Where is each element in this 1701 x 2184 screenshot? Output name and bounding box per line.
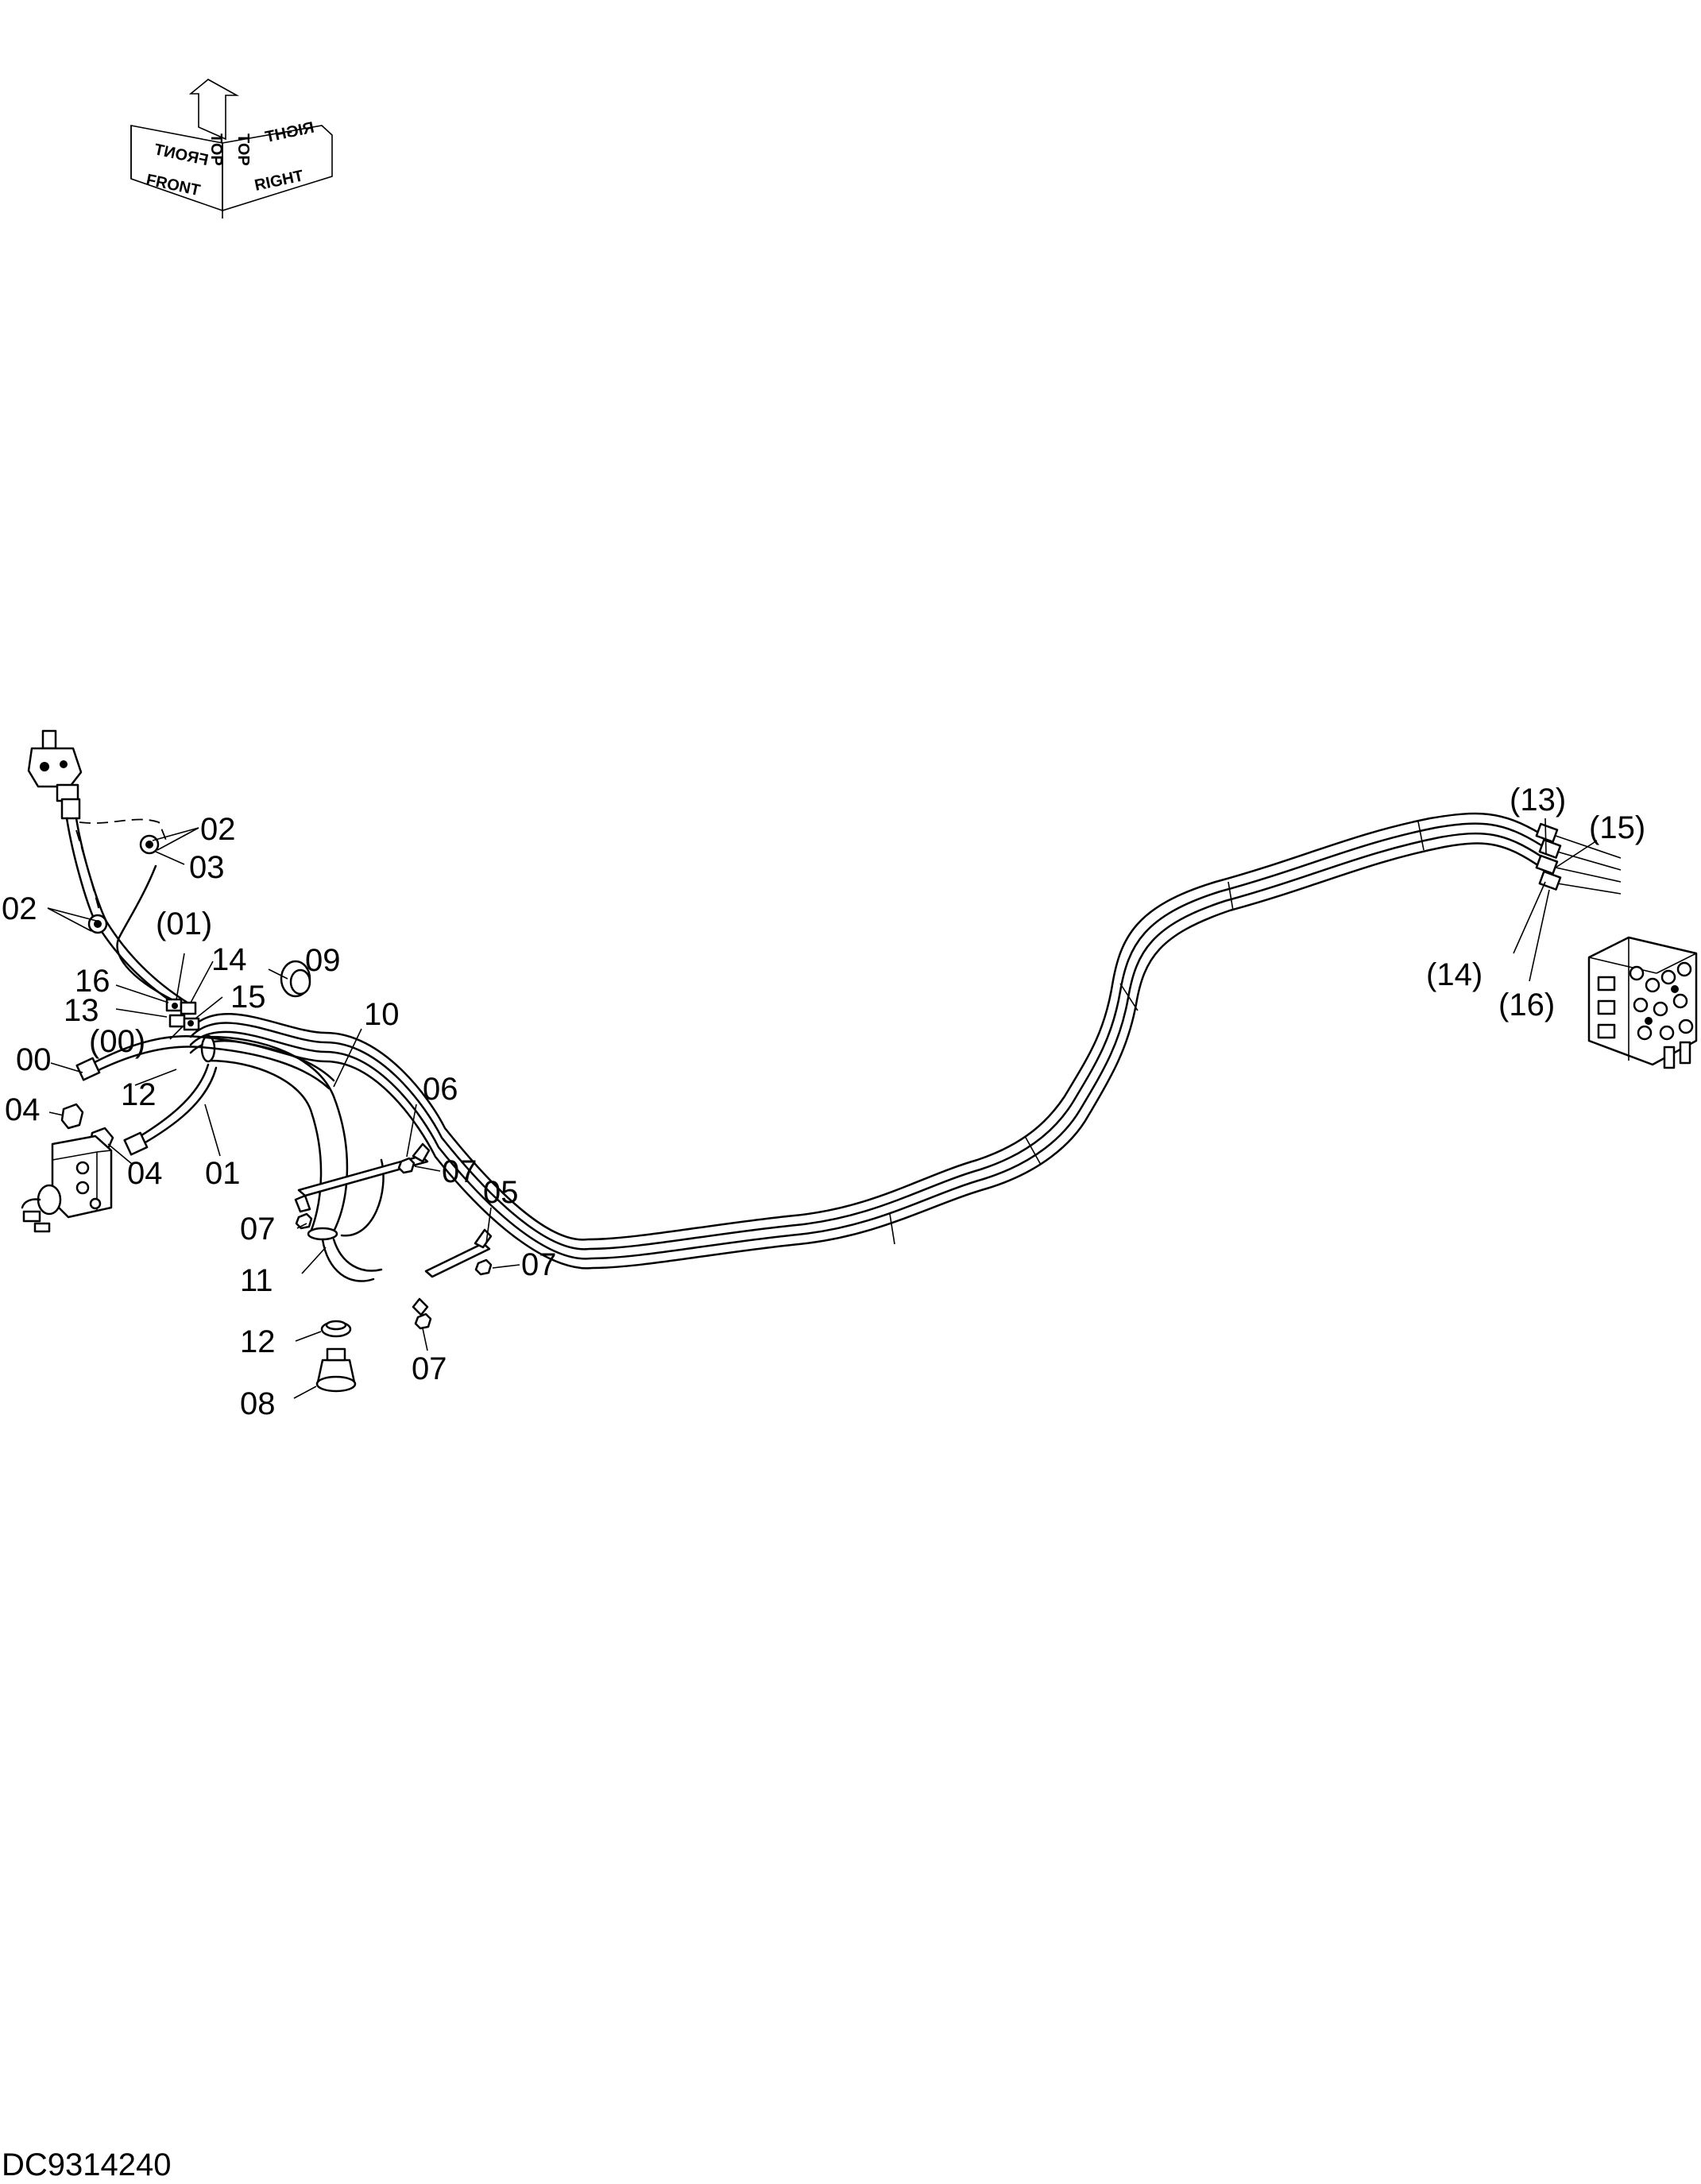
clamp-12 xyxy=(320,1320,352,1338)
compass-top: TOP xyxy=(234,133,252,166)
callout-14-paren: (14) xyxy=(1426,957,1483,992)
callout-02-upper: 02 xyxy=(200,812,236,847)
callout-12-upper: 12 xyxy=(121,1077,157,1112)
compass-front-mirror: FRONT xyxy=(153,141,210,169)
callout-10: 10 xyxy=(364,997,400,1032)
callout-01: 01 xyxy=(205,1156,241,1191)
compass-top-mirror: TOP xyxy=(207,133,225,166)
drawing-id: DC9314240 xyxy=(2,2147,172,2182)
grommet-09 xyxy=(280,960,311,998)
callout-16: 16 xyxy=(75,964,110,999)
compass-right-mirror: RIGHT xyxy=(264,119,315,146)
callout-07-left: 07 xyxy=(240,1212,276,1247)
callout-15-paren: (15) xyxy=(1589,810,1645,845)
callout-07-upper: 07 xyxy=(442,1154,477,1189)
callout-03: 03 xyxy=(189,850,225,885)
bracket-05 xyxy=(412,1228,493,1316)
callout-09: 09 xyxy=(305,943,341,978)
orientation-compass: FRONT FRONT TOP TOP RIGHT RIGHT xyxy=(130,79,333,218)
bracket-06 xyxy=(294,1142,431,1213)
compass-front: FRONT xyxy=(145,171,202,199)
control-valve-block xyxy=(1587,936,1698,1069)
callout-07-lower: 07 xyxy=(412,1351,447,1386)
callout-11: 11 xyxy=(240,1263,273,1298)
callout-00-paren: (00) xyxy=(89,1024,145,1059)
callout-15: 15 xyxy=(230,980,266,1015)
callout-13-paren: (13) xyxy=(1510,783,1566,818)
callout-02-lower: 02 xyxy=(2,891,37,926)
callout-01-paren: (01) xyxy=(156,906,212,941)
cap-08 xyxy=(315,1347,357,1393)
pilot-valve xyxy=(27,729,83,820)
callout-14: 14 xyxy=(211,942,247,977)
callout-labels: 02 03 02 (01) 14 09 16 13 15 (00) 10 00 … xyxy=(2,783,1645,1421)
pilot-hose-bundle xyxy=(189,812,1543,1270)
callout-07-right: 07 xyxy=(521,1247,557,1282)
callout-12-lower: 12 xyxy=(240,1324,276,1359)
callout-04-right: 04 xyxy=(127,1156,163,1191)
solenoid-valve xyxy=(21,1135,113,1233)
callout-04-left: 04 xyxy=(5,1092,41,1127)
callout-05: 05 xyxy=(483,1175,519,1210)
junction-cluster xyxy=(165,998,200,1031)
leader-lines xyxy=(47,818,1598,1399)
callout-13: 13 xyxy=(64,993,99,1028)
hoses-00-01 xyxy=(75,1035,335,1156)
bolts-07 xyxy=(295,1157,493,1330)
callout-00: 00 xyxy=(16,1042,52,1077)
compass-right: RIGHT xyxy=(253,167,304,194)
callout-08: 08 xyxy=(240,1386,276,1421)
callout-06: 06 xyxy=(423,1072,458,1107)
fittings-02-03 xyxy=(87,834,160,934)
callout-16-paren: (16) xyxy=(1498,988,1555,1022)
